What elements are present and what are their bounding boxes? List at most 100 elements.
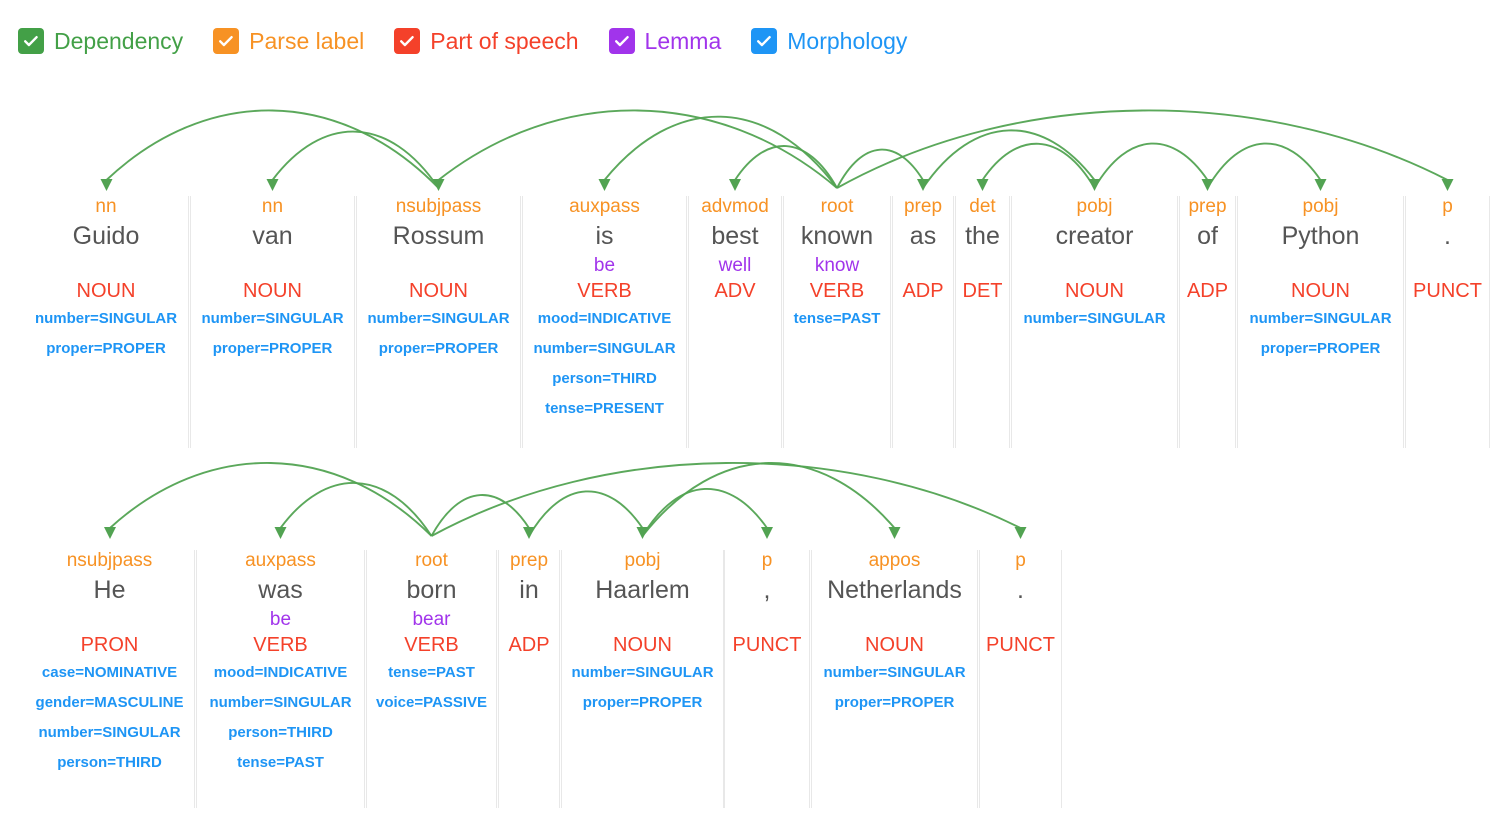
token-column[interactable]: p, PUNCT: [724, 550, 810, 808]
morphology-feature: proper=PROPER: [834, 694, 955, 711]
part-of-speech-text: VERB: [809, 280, 865, 302]
part-of-speech-text: PRON: [80, 634, 139, 656]
lemma-text: [25, 608, 194, 632]
token-column[interactable]: p. PUNCT: [979, 550, 1062, 808]
lemma-text: [1180, 254, 1235, 278]
lemma-text: [980, 608, 1061, 632]
part-of-speech-text: NOUN: [76, 280, 136, 302]
parse-label: pobj: [1076, 196, 1113, 217]
legend-item-label: Part of speech: [430, 28, 579, 54]
checkbox-checked-icon[interactable]: [608, 28, 635, 54]
morphology-feature: voice=PASSIVE: [375, 694, 488, 711]
arrowhead-icon: [432, 179, 445, 191]
dependency-arc: [1206, 142, 1327, 191]
parse-label: p: [761, 550, 773, 571]
token-text: .: [1017, 576, 1024, 604]
morphology-feature: number=SINGULAR: [1249, 310, 1392, 327]
parse-label: nn: [95, 196, 117, 217]
morphology-feature: number=SINGULAR: [367, 310, 510, 327]
morphology-feature: proper=PROPER: [582, 694, 703, 711]
parse-label: nn: [261, 196, 284, 217]
morphology-feature: number=SINGULAR: [571, 664, 714, 681]
legend-item-dependency[interactable]: Dependency: [18, 28, 183, 54]
dependency-arc: [729, 145, 838, 191]
legend-item-morphology[interactable]: Morphology: [751, 28, 907, 54]
parse-label: pobj: [1302, 196, 1339, 217]
parse-label: root: [820, 196, 854, 217]
lemma-text: bear: [412, 609, 451, 630]
dependency-arc: [836, 148, 929, 191]
parse-label: pobj: [624, 550, 661, 571]
morphology-feature: number=SINGULAR: [201, 310, 344, 327]
checkbox-checked-icon[interactable]: [213, 28, 240, 54]
dependency-arc: [836, 109, 1454, 191]
dependency-arc: [431, 462, 1027, 539]
dependency-arc: [100, 109, 440, 191]
token-text: Python: [1281, 222, 1360, 250]
morphology-feature: number=SINGULAR: [1023, 310, 1166, 327]
lemma-text: [1238, 254, 1403, 278]
legend-item-label: Lemma: [644, 28, 722, 54]
dependency-arc: [528, 490, 649, 539]
part-of-speech-text: VERB: [253, 634, 308, 656]
lemma-text: [893, 254, 953, 278]
parse-label: prep: [1188, 196, 1227, 217]
token-text: Guido: [72, 222, 140, 250]
checkbox-checked-icon[interactable]: [751, 28, 778, 54]
parse-label: prep: [903, 196, 943, 217]
checkbox-checked-icon[interactable]: [394, 28, 421, 54]
part-of-speech-text: ADV: [714, 280, 756, 302]
morphology-feature: number=SINGULAR: [823, 664, 966, 681]
lemma-text: be: [593, 255, 616, 276]
arrowhead-icon: [761, 527, 773, 539]
token-text: Rossum: [392, 222, 485, 250]
token-text: van: [252, 222, 293, 250]
token-text: the: [965, 222, 1000, 250]
legend-item-lemma[interactable]: Lemma: [608, 28, 722, 54]
dependency-arc: [1093, 142, 1214, 191]
morphology-feature: mood=INDICATIVE: [213, 664, 348, 681]
parse-label: appos: [868, 550, 921, 571]
morphology-feature: gender=MASCULINE: [35, 694, 184, 711]
legend-item-label: Dependency: [54, 28, 184, 54]
dependency-arc: [274, 482, 433, 539]
part-of-speech-text: PUNCT: [1413, 280, 1482, 302]
legend-toolbar: Dependency Parse label Part of speech Lemma…: [18, 18, 937, 64]
parse-label: p: [1015, 550, 1026, 571]
token-text: born: [406, 576, 457, 604]
checkbox-checked-icon[interactable]: [18, 28, 44, 54]
lemma-text: [1012, 254, 1177, 278]
morphology-feature: number=SINGULAR: [34, 310, 178, 327]
part-of-speech-text: NOUN: [613, 634, 672, 656]
morphology-feature: person=THIRD: [552, 370, 657, 387]
arrowhead-icon: [917, 179, 929, 191]
legend-item-parse-label[interactable]: Parse label: [213, 28, 364, 54]
token-column[interactable]: p. PUNCT: [1405, 196, 1490, 448]
morphology-feature: tense=PAST: [388, 664, 475, 681]
legend-item-part-of-speech[interactable]: Part of speech: [394, 28, 579, 54]
lemma-text: [956, 254, 1009, 278]
arrowhead-icon: [598, 179, 611, 191]
part-of-speech-text: NOUN: [243, 280, 302, 302]
token-text: creator: [1055, 222, 1134, 250]
parse-label: nsubjpass: [66, 550, 153, 571]
